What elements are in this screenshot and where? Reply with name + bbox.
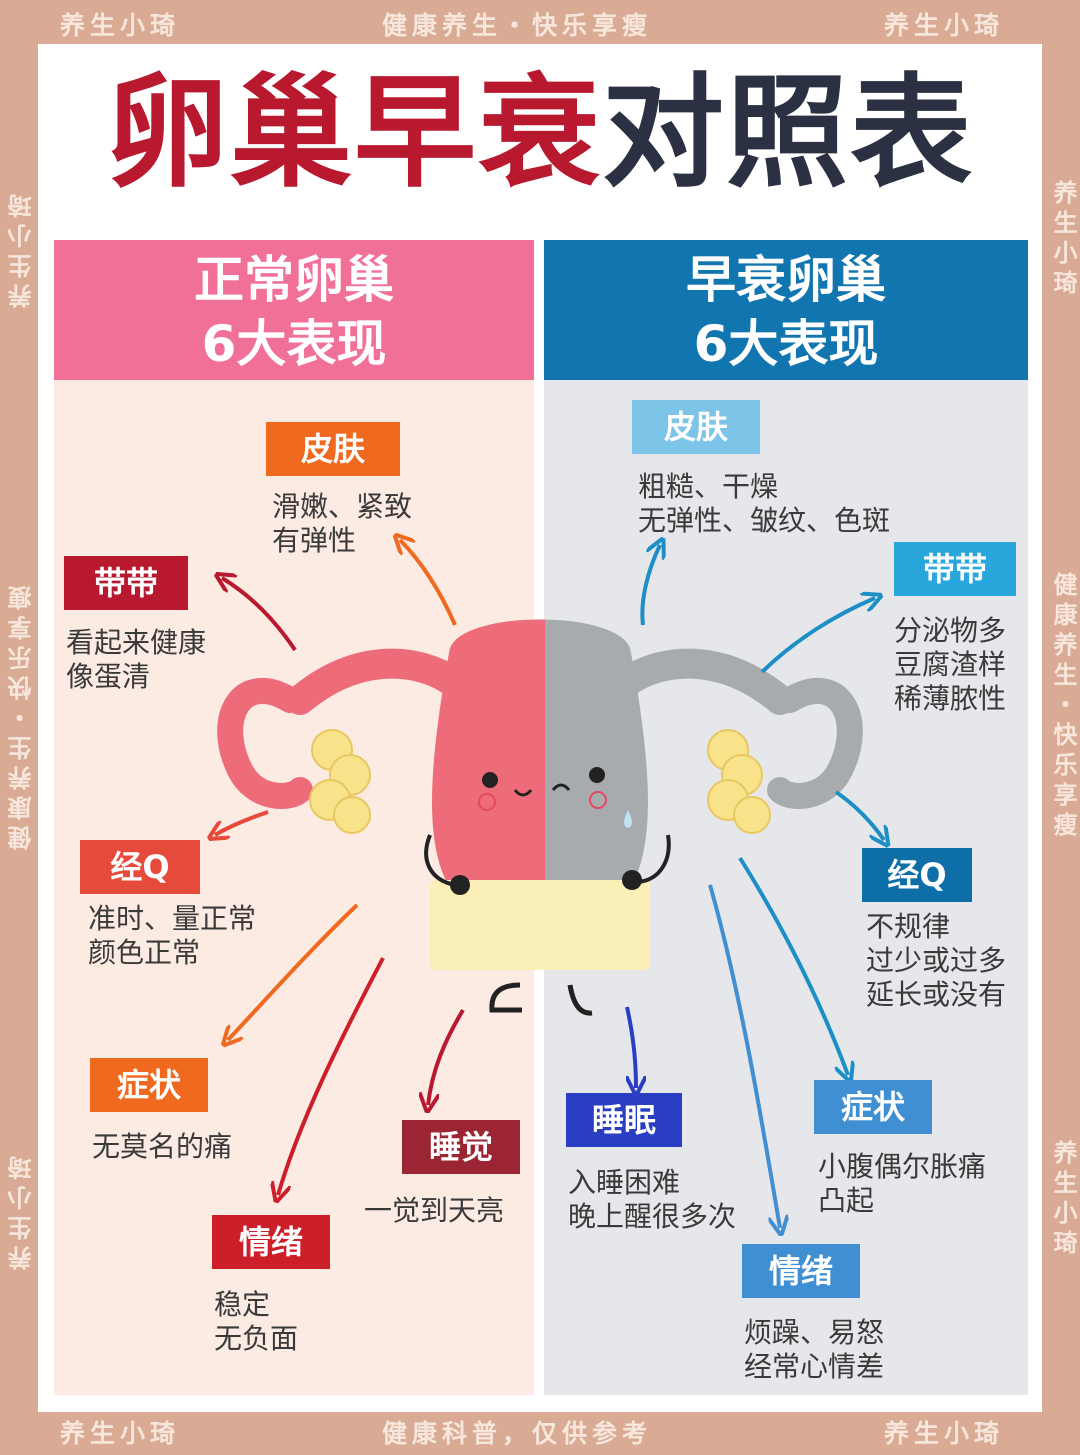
desc-period: 不规律 过少或过多 延长或没有 — [866, 910, 1007, 1011]
pad — [430, 880, 650, 970]
tag-mood: 情绪 — [212, 1215, 330, 1269]
tag-skin: 皮肤 — [632, 400, 760, 454]
header-line: 早衰卵巢 — [686, 251, 886, 309]
desc-symptom: 小腹偶尔胀痛 凸起 — [818, 1150, 987, 1217]
tag-symptom: 症状 — [814, 1080, 932, 1134]
tag-discharge: 带带 — [894, 542, 1016, 596]
watermark: 养生小琦 — [60, 1419, 181, 1448]
watermark: 养生小琦 — [60, 11, 181, 40]
desc-period: 准时、量正常 颜色正常 — [88, 902, 257, 969]
watermark: 养生小琦 — [1049, 1140, 1077, 1260]
desc-sleep: 入睡困难 晚上醒很多次 — [568, 1166, 737, 1233]
desc-discharge: 看起来健康 像蛋清 — [66, 626, 207, 693]
watermark: 健康养生・快乐享瘦 — [382, 11, 653, 40]
panel-header: 早衰卵巢 6大表现 — [544, 240, 1028, 380]
tag-skin: 皮肤 — [266, 422, 400, 476]
desc-skin: 滑嫩、紧致 有弹性 — [272, 490, 413, 557]
desc-symptom: 无莫名的痛 — [92, 1130, 233, 1163]
desc-discharge: 分泌物多 豆腐渣样 稀薄脓性 — [894, 614, 1007, 715]
header-line: 6大表现 — [693, 315, 879, 373]
desc-sleep: 一觉到天亮 — [364, 1194, 505, 1227]
ovary — [309, 729, 771, 834]
watermark: 养生小琦 — [1049, 180, 1077, 300]
title-highlight: 卵巢早衰 — [106, 62, 602, 204]
header-line: 正常卵巢 — [194, 251, 394, 309]
watermark: 养生小琦 — [884, 1419, 1005, 1448]
tag-period: 经Q — [862, 848, 972, 902]
tag-mood: 情绪 — [742, 1244, 860, 1298]
watermark: 健康养生・快乐享瘦 — [1049, 572, 1077, 842]
tag-sleep: 睡觉 — [402, 1120, 520, 1174]
desc-mood: 烦躁、易怒 经常心情差 — [744, 1316, 885, 1383]
page-title: 卵巢早衰对照表 — [0, 58, 1080, 208]
watermark: 健康科普，仅供参考 — [382, 1419, 653, 1448]
watermark: 养生小琦 — [884, 11, 1005, 40]
desc-skin: 粗糙、干燥 无弹性、皱纹、色斑 — [638, 470, 891, 537]
tag-sleep: 睡眠 — [566, 1093, 682, 1147]
tag-discharge: 带带 — [64, 556, 188, 610]
title-rest: 对照表 — [602, 62, 974, 204]
header-line: 6大表现 — [201, 315, 387, 373]
tag-period: 经Q — [80, 840, 200, 894]
desc-mood: 稳定 无负面 — [214, 1288, 299, 1355]
panel-header: 正常卵巢 6大表现 — [54, 240, 534, 380]
tag-symptom: 症状 — [90, 1058, 208, 1112]
